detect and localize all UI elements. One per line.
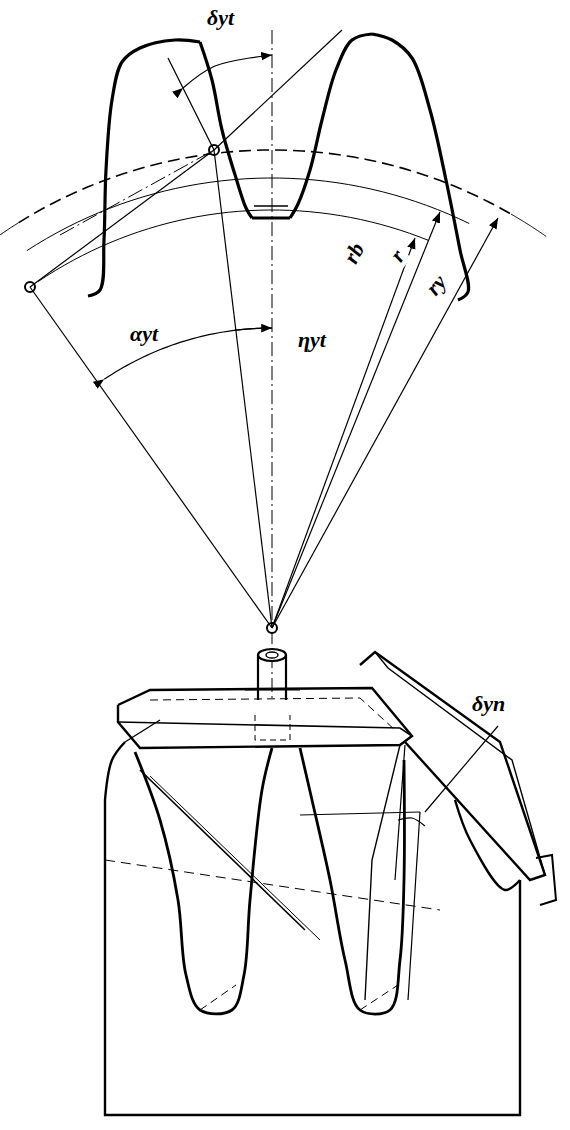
stroke [255,715,290,740]
stroke [272,238,415,628]
dimension-label: δyn [470,692,507,716]
stroke [252,216,290,219]
stroke [290,34,372,218]
stroke [408,812,420,1000]
stroke [118,688,412,748]
stroke [398,818,425,826]
stroke [272,30,273,700]
stroke [135,748,272,1014]
dimension-label: αyt [128,322,160,346]
stroke [234,328,272,330]
stroke [30,287,272,628]
stroke [375,652,545,875]
stroke [183,55,272,88]
stroke [214,30,342,150]
dimension-label: r [384,244,411,268]
stroke [140,770,305,930]
stroke [360,652,545,880]
stroke [0,223,19,262]
dimension-label: ry [420,269,453,302]
stroke [254,205,288,206]
stroke [200,42,252,218]
stroke [30,150,214,287]
stroke [425,726,498,812]
dimension-label: rb [338,237,370,269]
stroke [285,655,287,700]
stroke [272,212,440,628]
stroke [300,748,404,1014]
stroke [38,210,428,281]
stroke [200,985,236,1010]
stroke [365,745,400,1000]
stroke [19,150,511,223]
stroke [272,218,498,628]
stroke [88,40,200,296]
stroke [125,720,160,742]
stroke [105,860,440,910]
drawing [0,30,556,1115]
dimension-label: δyt [205,6,236,30]
stroke [395,745,405,880]
stroke [150,776,320,940]
stroke [105,742,125,800]
stroke [118,722,412,736]
dimension-label: ηyt [296,328,328,352]
stroke [168,58,214,150]
stroke [536,855,556,905]
stroke [60,150,214,235]
stroke [511,214,546,236]
stroke [150,698,395,730]
stroke [300,812,420,815]
stroke [214,150,272,628]
stroke [257,655,259,700]
stroke [455,800,520,890]
